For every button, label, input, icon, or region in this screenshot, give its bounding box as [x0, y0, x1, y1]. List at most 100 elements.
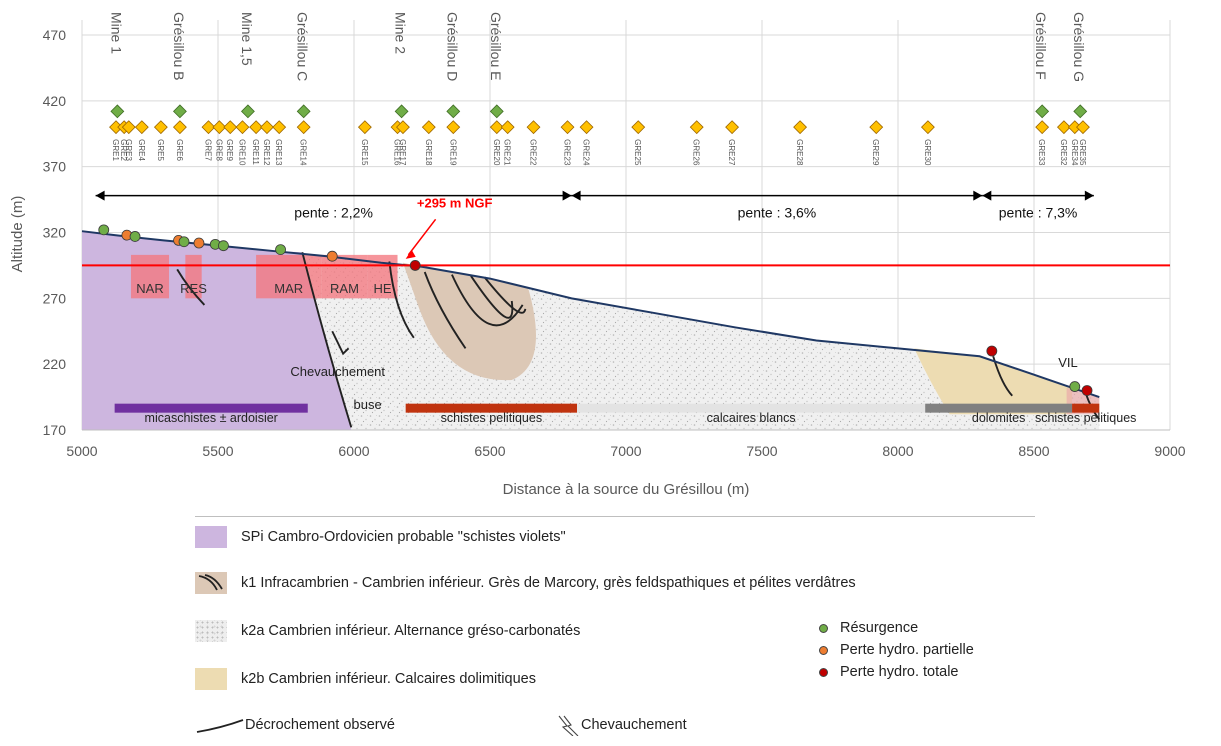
station-marker [212, 120, 227, 135]
station-marker [396, 120, 410, 135]
station-marker [121, 120, 136, 135]
legend-label-fault: Décrochement observé [245, 717, 395, 733]
top-station-label: Grésillou B [171, 12, 187, 80]
legend-divider [195, 516, 1035, 517]
station-label: GRE26 [692, 139, 701, 166]
zone-box [256, 254, 322, 299]
k1-layer [402, 262, 536, 381]
x-tick-label: 7000 [610, 443, 641, 459]
station-label: GRE27 [727, 139, 736, 166]
observation-dot [178, 236, 190, 248]
station-marker [526, 120, 541, 135]
slope-label: pente : 7,3% [999, 205, 1078, 221]
station-marker [1056, 120, 1071, 135]
ngf-label: +295 m NGF [417, 195, 493, 210]
formation-bar [114, 403, 308, 413]
k1-swatch [195, 572, 227, 594]
station-label: GRE12 [262, 139, 271, 166]
station-marker [235, 120, 250, 135]
formation-bar [1072, 403, 1100, 413]
legend-label-perte-totale: Perte hydro. totale [840, 664, 959, 680]
top-station-label: Mine 1,5 [239, 12, 255, 66]
fault-line [483, 276, 527, 314]
station-marker [172, 120, 187, 135]
station-marker [489, 120, 504, 135]
station-label: GRE33 [1037, 139, 1046, 166]
legend-item-perte-partielle: Perte hydro. partielle [819, 642, 974, 658]
station-marker [296, 120, 311, 135]
station-marker [249, 120, 264, 135]
station-label: GRE10 [237, 139, 246, 166]
station-marker [725, 120, 740, 135]
y-tick-label: 470 [43, 27, 67, 43]
station-marker [421, 120, 436, 135]
y-tick-label: 220 [43, 356, 67, 372]
legend-label-resurgence: Résurgence [840, 620, 919, 636]
station-marker [446, 120, 461, 135]
formation-label: schistes pelitiques [441, 411, 542, 425]
legend-label-k1: k1 Infracambrien - Cambrien inférieur. G… [241, 575, 856, 591]
y-tick-label: 320 [43, 225, 67, 241]
fault-line [331, 330, 350, 356]
station-label: GRE19 [448, 139, 457, 166]
slope-arrowhead [571, 190, 581, 201]
station-label: GRE9 [225, 139, 234, 161]
fault-line [423, 271, 467, 349]
station-label: GRE7 [203, 139, 212, 161]
zone-box [130, 254, 170, 299]
observation-dot [326, 250, 338, 262]
station-marker [793, 120, 808, 135]
resurgence-marker [489, 104, 504, 119]
x-tick-label: 8000 [882, 443, 913, 459]
top-station-label: Grésillou D [444, 12, 460, 81]
zone-label: NAR [136, 281, 163, 296]
station-marker [1035, 120, 1050, 135]
observation-dot [986, 345, 998, 357]
station-label: GRE22 [529, 139, 538, 166]
legend-item-k2a: k2a Cambrien inférieur. Alternance gréso… [195, 618, 580, 644]
top-station-label: Mine 2 [393, 12, 409, 54]
station-label: GRE34 [1070, 139, 1079, 166]
station-label: GRE17 [398, 139, 407, 166]
formation-label: calcaires blancs [707, 411, 796, 425]
station-marker [1067, 120, 1082, 135]
station-marker [357, 120, 372, 135]
station-label: GRE29 [871, 139, 880, 166]
top-station-label: Grésillou F [1033, 12, 1049, 80]
x-axis-title: Distance à la source du Grésillou (m) [503, 481, 750, 498]
station-label: GRE23 [563, 139, 572, 166]
resurgence-dot-icon [819, 623, 828, 633]
station-label: GRE35 [1078, 139, 1087, 166]
station-label: GRE1 [111, 139, 120, 161]
topography-line [81, 230, 1100, 399]
fault-line [176, 268, 206, 306]
legend-item-perte-totale: Perte hydro. totale [819, 664, 959, 680]
formation-bar [925, 403, 1073, 413]
resurgence-marker [296, 104, 311, 119]
y-tick-label: 270 [43, 290, 67, 306]
station-marker [689, 120, 704, 135]
station-marker [920, 120, 935, 135]
top-station-label: Grésillou G [1071, 12, 1087, 82]
station-marker [560, 120, 575, 135]
resurgence-marker [394, 104, 409, 119]
station-marker [272, 120, 287, 135]
y-axis-title: Altitude (m) [9, 196, 26, 273]
legend-label-spi: SPi Cambro-Ordovicien probable "schistes… [241, 529, 566, 545]
station-marker [579, 120, 594, 135]
observation-dot [409, 260, 421, 271]
ngf-arrow-head [405, 249, 416, 259]
x-tick-label: 5500 [202, 443, 233, 459]
legend-label-perte-partielle: Perte hydro. partielle [840, 642, 974, 658]
station-label: GRE2 [119, 139, 128, 161]
k2b-swatch [195, 668, 227, 690]
station-label: GRE25 [633, 139, 642, 166]
legend: SPi Cambro-Ordovicien probable "schistes… [195, 516, 1035, 746]
legend-item-fault: Décrochement observé [195, 712, 395, 738]
observation-dot [1069, 381, 1081, 392]
station-marker [153, 120, 168, 135]
zone-box [321, 254, 368, 299]
perte-totale-dot-icon [819, 667, 828, 677]
